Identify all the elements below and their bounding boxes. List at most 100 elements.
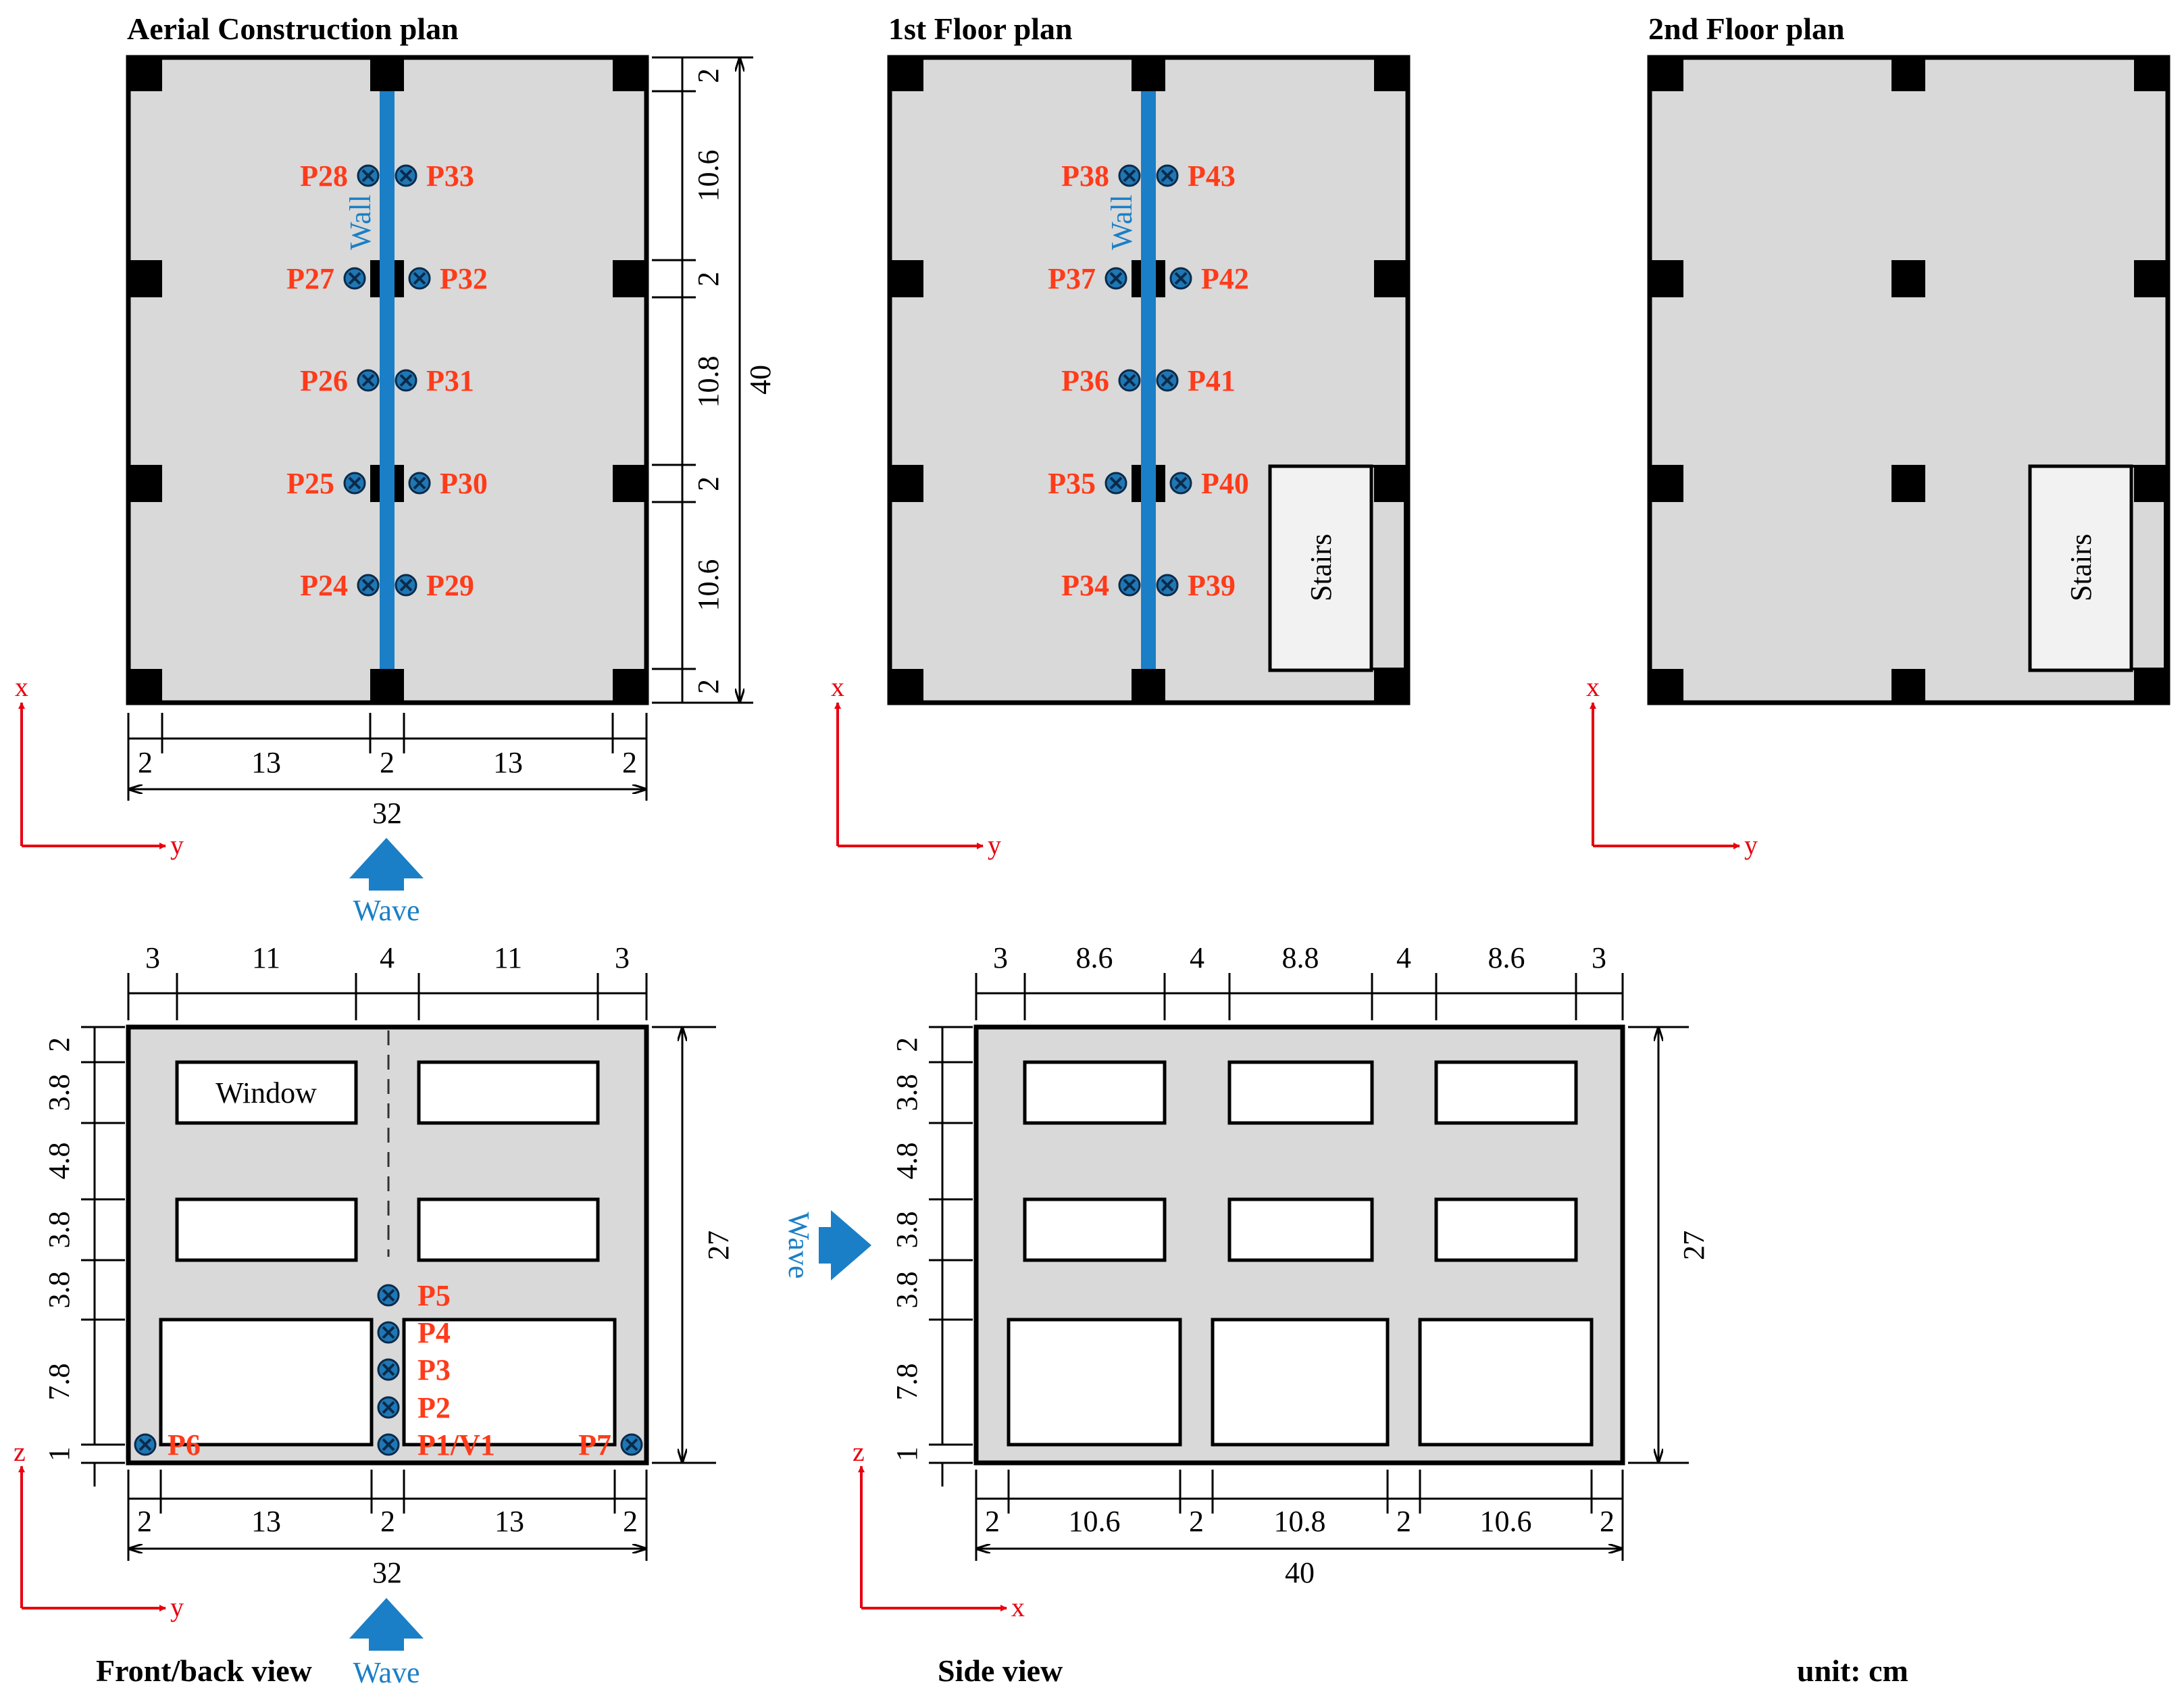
- column: [370, 669, 404, 703]
- dim-label: 2: [380, 1505, 395, 1538]
- probe-label: P29: [426, 569, 474, 602]
- dim-label: 3: [1592, 941, 1606, 974]
- dim-label: 3.8: [890, 1272, 923, 1309]
- dim-total-label: 32: [372, 1556, 402, 1589]
- side-dim-right: [1628, 1026, 1689, 1464]
- side-dims-left: [929, 1026, 973, 1487]
- column: [128, 465, 162, 502]
- window: [175, 1060, 358, 1125]
- aerial-dim-bottom-labels: 2 13 2 13 2 32: [138, 746, 637, 830]
- front-dim-right: [652, 1026, 716, 1464]
- column: [1650, 57, 1683, 91]
- probe-marker-icon: [1104, 472, 1127, 495]
- side-view-title: Side view: [938, 1653, 1063, 1688]
- side-dim-bottom-labels: 2 10.6 2 10.8 2 10.6 2 40: [985, 1505, 1615, 1589]
- column: [613, 465, 646, 502]
- column: [1374, 57, 1408, 91]
- dim-label: 27: [1677, 1230, 1710, 1260]
- probe-label: P43: [1188, 159, 1236, 193]
- aerial-columns: [128, 57, 646, 703]
- column: [890, 57, 923, 91]
- dim-label: 10.6: [692, 150, 725, 202]
- wave-arrow-icon: [349, 838, 424, 891]
- probe-marker-icon: [343, 472, 366, 495]
- column: [128, 669, 162, 703]
- probe-label: P34: [1061, 569, 1109, 602]
- side-dim-left-labels: 2 3.8 4.8 3.8 3.8 7.8 1: [890, 1037, 923, 1462]
- column: [1650, 260, 1683, 297]
- front-axes: [18, 1466, 166, 1612]
- column: [128, 260, 162, 297]
- probe-marker-icon: [395, 369, 417, 392]
- door-opening: [1007, 1318, 1182, 1447]
- column: [1650, 669, 1683, 703]
- aerial-axes: [18, 702, 166, 849]
- window: [417, 1060, 600, 1125]
- column: [890, 465, 923, 502]
- column: [2134, 57, 2168, 91]
- side-dim-top-labels: 3 8.6 4 8.8 4 8.6 3: [993, 941, 1606, 974]
- dim-label: 2: [985, 1505, 1000, 1538]
- probe-label: P36: [1061, 364, 1109, 397]
- door-opening: [159, 1318, 374, 1447]
- floor2-axes: [1590, 702, 1740, 849]
- side-dims-top: [975, 973, 1624, 1020]
- dim-label: 4: [380, 941, 395, 974]
- dim-label: 10.6: [692, 559, 725, 611]
- column: [370, 57, 404, 91]
- dim-label: 8.6: [1488, 941, 1525, 974]
- floor2-columns: [1650, 57, 2168, 703]
- probe-marker-icon: [377, 1433, 400, 1456]
- column: [1891, 669, 1925, 703]
- column: [1374, 669, 1408, 703]
- probe-marker-icon: [408, 267, 431, 290]
- probe-marker-icon: [408, 472, 431, 495]
- probe-label: P24: [300, 569, 348, 602]
- dim-label: 2: [622, 746, 637, 779]
- dim-label: 3.8: [890, 1212, 923, 1249]
- probe-marker-icon: [357, 574, 380, 597]
- probe-marker-icon: [134, 1433, 157, 1456]
- probe-label: P37: [1048, 262, 1096, 295]
- floor2-stairs-label: Stairs: [2064, 534, 2098, 601]
- probe-label: P2: [417, 1391, 451, 1424]
- unit-label: unit: cm: [1797, 1653, 1908, 1688]
- probe-label: P4: [417, 1316, 451, 1349]
- column: [1650, 465, 1683, 502]
- column: [1891, 465, 1925, 502]
- probe-marker-icon: [357, 369, 380, 392]
- probe-label: P31: [426, 364, 474, 397]
- dim-label: 2: [623, 1505, 638, 1538]
- side-view: [973, 1024, 1625, 1466]
- aerial-title: Aerial Construction plan: [127, 11, 459, 46]
- probe-marker-icon: [1169, 267, 1192, 290]
- axis-x-label: x: [831, 672, 844, 702]
- floor2-title: 2nd Floor plan: [1648, 11, 1845, 46]
- probe-label: P5: [417, 1279, 451, 1312]
- front-view-title: Front/back view: [96, 1653, 312, 1688]
- door-opening: [1418, 1318, 1594, 1447]
- floor1-title: 1st Floor plan: [888, 11, 1073, 46]
- probe-marker-icon: [1156, 369, 1179, 392]
- probe-label: P3: [417, 1353, 451, 1387]
- column: [1891, 260, 1925, 297]
- probe-marker-icon: [377, 1284, 400, 1307]
- dim-label: 8.6: [1076, 941, 1113, 974]
- dim-label: 10.6: [1480, 1505, 1532, 1538]
- dim-label: 2: [1396, 1505, 1411, 1538]
- window: [1023, 1197, 1167, 1262]
- dim-label: 13: [494, 1505, 524, 1538]
- window: [175, 1197, 358, 1262]
- dim-label: 2: [692, 68, 725, 83]
- axis-y-label: y: [1744, 830, 1758, 860]
- probe-marker-icon: [343, 267, 366, 290]
- dim-label: 13: [251, 746, 281, 779]
- dim-label: 2: [692, 476, 725, 491]
- probe-marker-icon: [1156, 164, 1179, 187]
- axis-z-label: z: [14, 1437, 26, 1467]
- probe-marker-icon: [1118, 369, 1141, 392]
